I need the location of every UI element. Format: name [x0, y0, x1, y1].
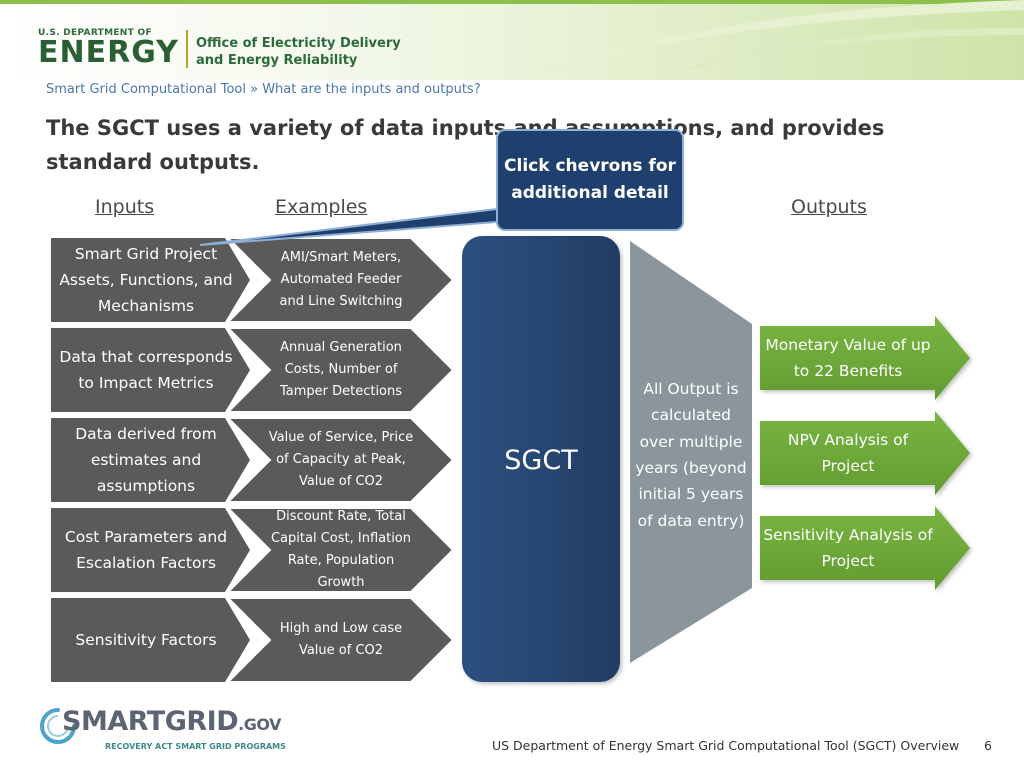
input-label-5: Sensitivity Factors: [75, 631, 217, 649]
example-chevron-1[interactable]: [225, 237, 455, 323]
logo-energy-text: ENERGY: [38, 35, 179, 70]
office-line-1: Office of Electricity Delivery: [196, 36, 401, 51]
smartgrid-main-text: SMARTGRID: [62, 706, 239, 737]
example-label-4[interactable]: Discount Rate, Total Capital Cost, Infla…: [270, 509, 411, 590]
input-box-1: [51, 238, 250, 322]
example-label-1[interactable]: AMI/Smart Meters, Automated Feeder and L…: [279, 250, 403, 309]
logo-department-text: U.S. DEPARTMENT OF: [38, 28, 152, 38]
sgct-box[interactable]: [462, 236, 620, 682]
example-chevrons[interactable]: [225, 237, 455, 683]
footer-text: US Department of Energy Smart Grid Compu…: [492, 738, 960, 753]
output-arrow-2[interactable]: [760, 411, 970, 495]
page-number: 6: [984, 738, 992, 753]
output-label-2[interactable]: NPV Analysis of Project: [787, 431, 909, 475]
office-line-2: and Energy Reliability: [196, 53, 358, 68]
examples-header: Examples: [275, 196, 368, 218]
header-decoration: [0, 0, 1024, 80]
output-arrows[interactable]: [760, 316, 970, 590]
smartgrid-swoosh-icon: [40, 708, 76, 744]
input-box-4: [51, 508, 250, 592]
example-chevron-2[interactable]: [225, 327, 455, 413]
example-label-2[interactable]: Annual Generation Costs, Number of Tampe…: [279, 340, 403, 399]
sgct-label[interactable]: SGCT: [504, 444, 578, 476]
input-label-3: Data derived from estimates and assumpti…: [75, 425, 217, 495]
logo-divider: [186, 30, 188, 68]
example-chevron-4[interactable]: [225, 507, 455, 593]
output-arrow-3[interactable]: [760, 506, 970, 590]
output-arrow-1[interactable]: [760, 316, 970, 400]
input-label-1: Smart Grid Project Assets, Functions, an…: [59, 245, 233, 315]
smartgrid-wordmark: SMARTGRID.GOV: [62, 706, 281, 737]
smartgrid-gov-text: .GOV: [238, 715, 281, 734]
outputs-header: Outputs: [791, 196, 867, 218]
all-output-text: All Output is calculated over multiple y…: [635, 380, 747, 530]
input-boxes: [51, 238, 250, 682]
smartgrid-logo: SMARTGRID.GOV RECOVERY ACT SMART GRID PR…: [38, 706, 298, 756]
input-box-2: [51, 328, 250, 412]
example-chevron-5[interactable]: [225, 597, 455, 683]
output-funnel: [630, 241, 752, 663]
input-box-5: [51, 598, 250, 682]
callout: [199, 129, 684, 246]
example-chevron-3[interactable]: [225, 417, 455, 503]
input-box-3: [51, 418, 250, 502]
doe-logo: U.S. DEPARTMENT OF ENERGY Office of Elec…: [38, 28, 418, 72]
slide-title: The SGCT uses a variety of data inputs a…: [46, 116, 885, 174]
output-label-3[interactable]: Sensitivity Analysis of Project: [763, 526, 933, 570]
inputs-header: Inputs: [95, 196, 155, 218]
breadcrumb[interactable]: Smart Grid Computational Tool » What are…: [46, 82, 481, 97]
callout-text: Click chevrons for additional detail: [504, 156, 676, 203]
output-label-1[interactable]: Monetary Value of up to 22 Benefits: [765, 336, 931, 380]
example-label-5[interactable]: High and Low case Value of CO2: [279, 621, 403, 658]
input-label-4: Cost Parameters and Escalation Factors: [64, 528, 228, 572]
logo-office-text: Office of Electricity Delivery and Energ…: [196, 35, 401, 69]
smartgrid-subtitle: RECOVERY ACT SMART GRID PROGRAMS: [105, 742, 286, 751]
example-label-3[interactable]: Value of Service, Price of Capacity at P…: [268, 430, 414, 489]
input-label-2: Data that corresponds to Impact Metrics: [59, 348, 233, 392]
